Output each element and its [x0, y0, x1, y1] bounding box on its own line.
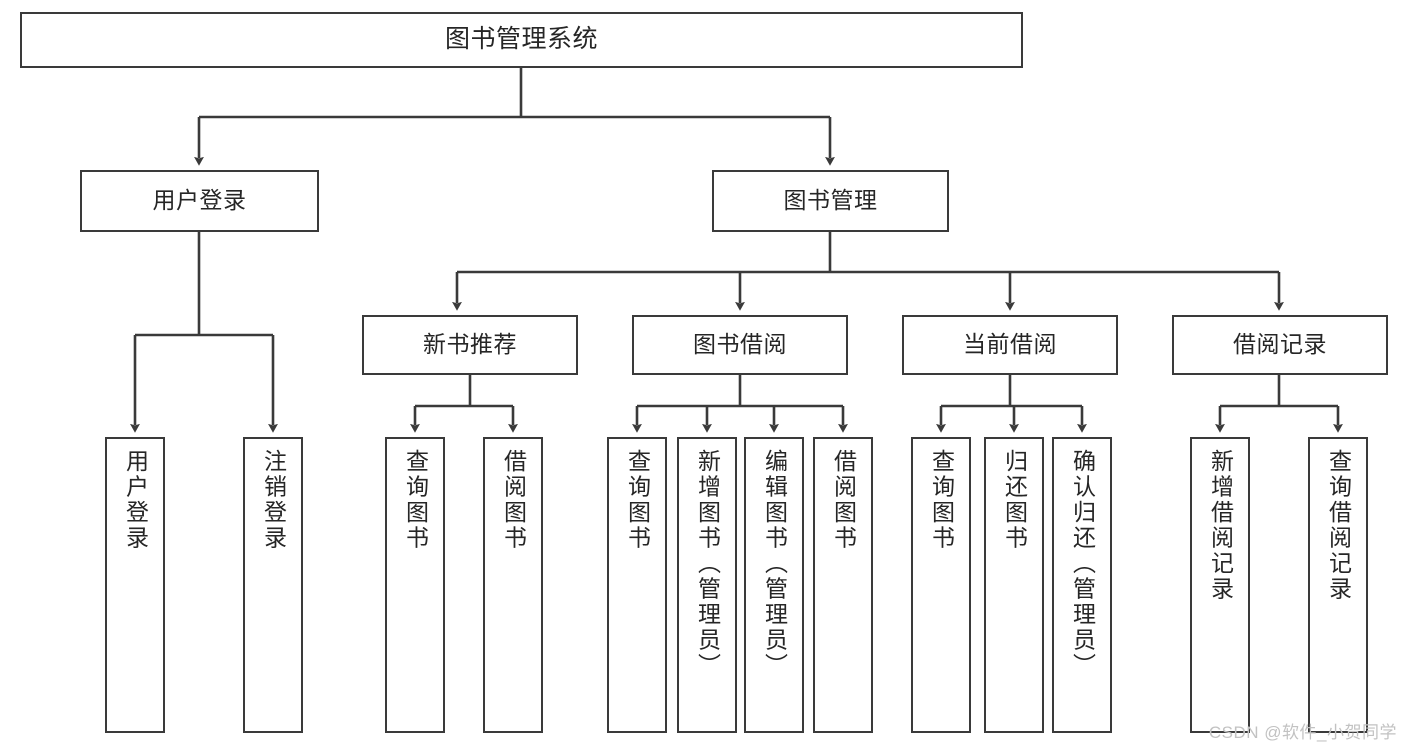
node-label: 新书推荐: [423, 331, 517, 358]
leaf-return-book[interactable]: 归还图书: [984, 437, 1044, 733]
node-label: 当前借阅: [963, 331, 1057, 358]
node-label: 注销登录: [260, 449, 287, 551]
node-book-borrow[interactable]: 图书借阅: [632, 315, 848, 375]
csdn-watermark: CSDN @软件_小贺同学: [1208, 723, 1397, 742]
leaf-confirm-return-admin[interactable]: 确认归还（管理员）: [1052, 437, 1112, 733]
node-label: 新增图书（管理员）: [694, 449, 721, 679]
node-user-login[interactable]: 用户登录: [80, 170, 319, 232]
node-label: 新增借阅记录: [1207, 449, 1234, 602]
node-label: 确认归还（管理员）: [1069, 449, 1096, 679]
node-label: 借阅记录: [1233, 331, 1327, 358]
node-label: 查询图书: [928, 449, 955, 551]
node-book-management-system[interactable]: 图书管理系统: [20, 12, 1023, 68]
node-label: 用户登录: [152, 187, 247, 214]
leaf-borrow-book-borrow[interactable]: 借阅图书: [813, 437, 873, 733]
leaf-borrow-book-recommend[interactable]: 借阅图书: [483, 437, 543, 733]
node-book-management[interactable]: 图书管理: [712, 170, 949, 232]
node-label: 查询图书: [624, 449, 651, 551]
node-label: 查询图书: [402, 449, 429, 551]
node-new-book-recommend[interactable]: 新书推荐: [362, 315, 578, 375]
node-label: 编辑图书（管理员）: [761, 449, 788, 679]
node-label: 借阅图书: [500, 449, 527, 551]
leaf-query-book-borrow[interactable]: 查询图书: [607, 437, 667, 733]
node-label: 图书管理: [783, 187, 878, 214]
leaf-logout-login[interactable]: 注销登录: [243, 437, 303, 733]
leaf-query-borrow-record[interactable]: 查询借阅记录: [1308, 437, 1368, 733]
leaf-user-login[interactable]: 用户登录: [105, 437, 165, 733]
node-label: 归还图书: [1001, 449, 1028, 551]
leaf-add-book-admin[interactable]: 新增图书（管理员）: [677, 437, 737, 733]
leaf-query-book-recommend[interactable]: 查询图书: [385, 437, 445, 733]
leaf-edit-book-admin[interactable]: 编辑图书（管理员）: [744, 437, 804, 733]
node-label: 图书借阅: [693, 331, 787, 358]
node-label: 用户登录: [122, 449, 149, 551]
node-label: 查询借阅记录: [1325, 449, 1352, 602]
node-borrow-record[interactable]: 借阅记录: [1172, 315, 1388, 375]
node-label: 借阅图书: [830, 449, 857, 551]
leaf-add-borrow-record[interactable]: 新增借阅记录: [1190, 437, 1250, 733]
node-current-borrow[interactable]: 当前借阅: [902, 315, 1118, 375]
node-label: 图书管理系统: [444, 25, 598, 54]
leaf-query-book-current[interactable]: 查询图书: [911, 437, 971, 733]
